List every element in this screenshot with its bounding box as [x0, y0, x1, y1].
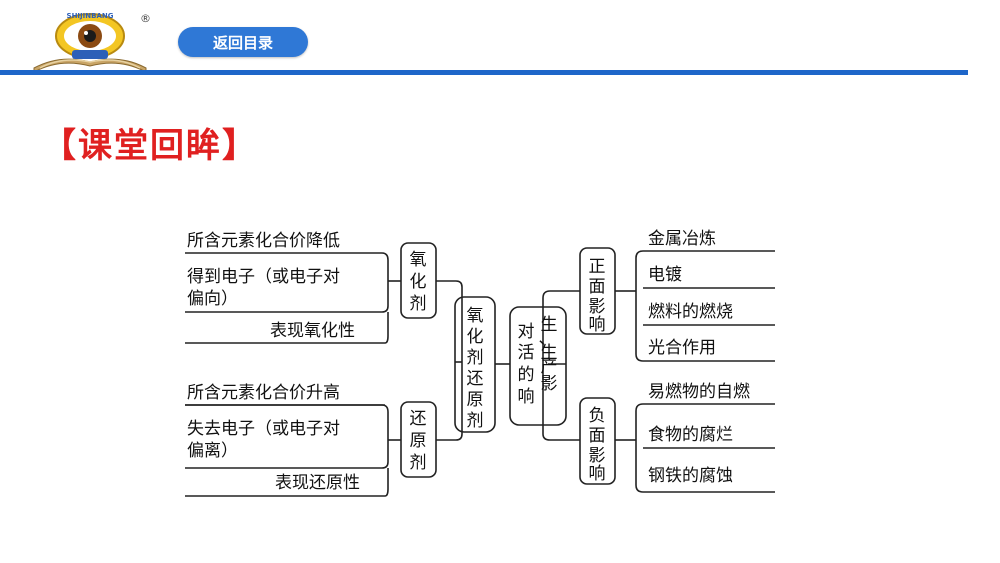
negative-impact-box [579, 397, 616, 485]
oxidant-item-1: 所含元素化合价降低 [187, 231, 340, 251]
positive-item: 金属冶炼 [648, 229, 716, 249]
reductant-label-char: 还 [410, 409, 427, 429]
positive-item: 燃料的燃烧 [648, 302, 733, 322]
header-divider [0, 70, 968, 75]
impact-label-char: 生 [541, 343, 558, 363]
positive-label-char: 面 [589, 277, 606, 297]
logo: SHIJINBANG ® [33, 12, 150, 73]
center-label-char: 氧 [467, 306, 484, 326]
center-label-char: 化 [467, 327, 484, 347]
reductant-item-3: 表现还原性 [275, 473, 360, 493]
positive-item: 电镀 [648, 265, 682, 285]
positive-item: 光合作用 [648, 338, 716, 358]
oxidant-item-2-line-2: 偏向） [187, 289, 238, 309]
logo-text: SHIJINBANG [67, 12, 114, 20]
impact-label-char: 的 [518, 365, 535, 385]
reductant-item-1: 所含元素化合价升高 [187, 383, 340, 403]
positive-label-char: 响 [589, 315, 606, 335]
reductant-label-char: 剂 [410, 453, 427, 473]
impact-label-char: 活 [518, 343, 535, 363]
impact-label-char: 响 [518, 387, 535, 407]
reductant-label-char: 原 [410, 431, 427, 451]
back-to-contents-button[interactable]: 返回目录 [178, 27, 308, 57]
impact-label-char: 生 [541, 315, 558, 335]
negative-label-char: 面 [589, 426, 606, 446]
oxidant-item-2-line-1: 得到电子（或电子对 [187, 267, 340, 287]
positive-label-char: 影 [589, 297, 606, 317]
impact-box [509, 306, 567, 426]
reductant-item-2-line-2: 偏离） [187, 441, 238, 461]
page-title: 【课堂回眸】 [42, 126, 258, 166]
registered-mark: ® [140, 12, 150, 25]
negative-item: 钢铁的腐蚀 [648, 466, 733, 486]
book-icon [33, 58, 147, 73]
center-label-char: 原 [467, 390, 484, 410]
oxidant-label-char: 氧 [410, 250, 427, 270]
oxidant-item-3: 表现氧化性 [270, 321, 355, 341]
center-label-char: 剂 [467, 411, 484, 431]
reductant-item-2-line-1: 失去电子（或电子对 [187, 419, 340, 439]
center-label-char: 还 [467, 369, 484, 389]
impact-label-char: 影 [541, 374, 558, 394]
negative-label-char: 影 [589, 446, 606, 466]
impact-label-char: 产 [541, 357, 558, 377]
negative-item: 易燃物的自燃 [648, 382, 750, 402]
oxidant-label-char: 化 [410, 272, 427, 292]
negative-label-char: 负 [589, 406, 606, 426]
negative-item: 食物的腐烂 [648, 425, 733, 445]
impact-label-char: 对 [518, 322, 535, 342]
positive-label-char: 正 [589, 257, 606, 277]
negative-label-char: 响 [589, 464, 606, 484]
impact-label-char: 、 [539, 329, 556, 349]
center-label-char: 剂 [467, 348, 484, 368]
oxidant-label-char: 剂 [410, 294, 427, 314]
